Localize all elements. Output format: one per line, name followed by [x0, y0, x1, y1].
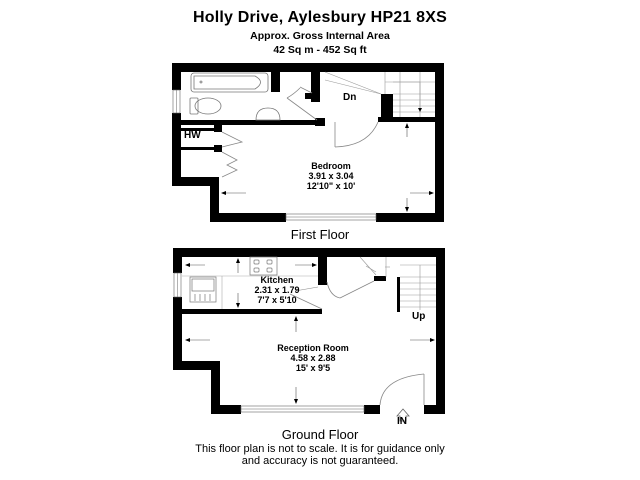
basin-icon: [255, 107, 281, 121]
ground-floor-label: Ground Floor: [281, 427, 359, 442]
stairs-up-icon: [359, 256, 436, 310]
room-kitchen: Kitchen 2.31 x 1.79 7'7 x 5'10: [232, 275, 322, 305]
entrance-arrow-icon: [396, 408, 410, 422]
room-metric-dimensions: 3.91 x 3.04: [308, 171, 354, 181]
room-name: Bedroom: [311, 161, 351, 171]
entrance-label: IN: [397, 416, 407, 427]
disclaimer-line-1: This floor plan is not to scale. It is f…: [195, 443, 445, 455]
room-metric-dimensions: 2.31 x 1.79: [254, 285, 300, 295]
stairs-down-icon: [324, 71, 435, 117]
stairs-up-label: Up: [412, 311, 426, 322]
room-reception: Reception Room 4.58 x 2.88 15' x 9'5: [256, 343, 370, 373]
cupboard-door-swing: [326, 280, 375, 299]
bath-icon: [190, 72, 269, 93]
hob-icon: [249, 256, 278, 276]
room-imperial-dimensions: 7'7 x 5'10: [257, 295, 297, 305]
area-subtitle: Approx. Gross Internal Area: [250, 30, 390, 42]
room-imperial-dimensions: 12'10" x 10': [306, 181, 356, 191]
ground-floor-walls: [173, 248, 445, 414]
room-bedroom: Bedroom 3.91 x 3.04 12'10" x 10': [276, 161, 386, 191]
room-name: Reception Room: [277, 343, 349, 353]
wardrobe-doors: [221, 131, 244, 178]
first-floor-plan: [172, 63, 444, 222]
room-metric-dimensions: 4.58 x 2.88: [290, 353, 336, 363]
stairs-down-label: Dn: [343, 92, 357, 103]
sink-icon: [189, 276, 217, 303]
first-floor-label: First Floor: [290, 227, 350, 242]
area-value: 42 Sq m - 452 Sq ft: [273, 44, 367, 56]
bedroom-door-swing: [334, 121, 379, 148]
room-name: Kitchen: [260, 275, 294, 285]
bathroom-door-swing: [286, 86, 318, 121]
hot-water-cupboard-label: HW: [184, 130, 201, 141]
disclaimer: This floor plan is not to scale. It is f…: [0, 443, 640, 467]
room-imperial-dimensions: 15' x 9'5: [295, 363, 331, 373]
disclaimer-line-2: and accuracy is not guaranteed.: [241, 455, 399, 467]
ground-floor-plan: [173, 248, 445, 422]
front-door-swing: [379, 373, 425, 406]
property-title: Holly Drive, Aylesbury HP21 8XS: [192, 9, 447, 26]
first-floor-walls: [172, 63, 444, 222]
toilet-icon: [189, 97, 222, 115]
